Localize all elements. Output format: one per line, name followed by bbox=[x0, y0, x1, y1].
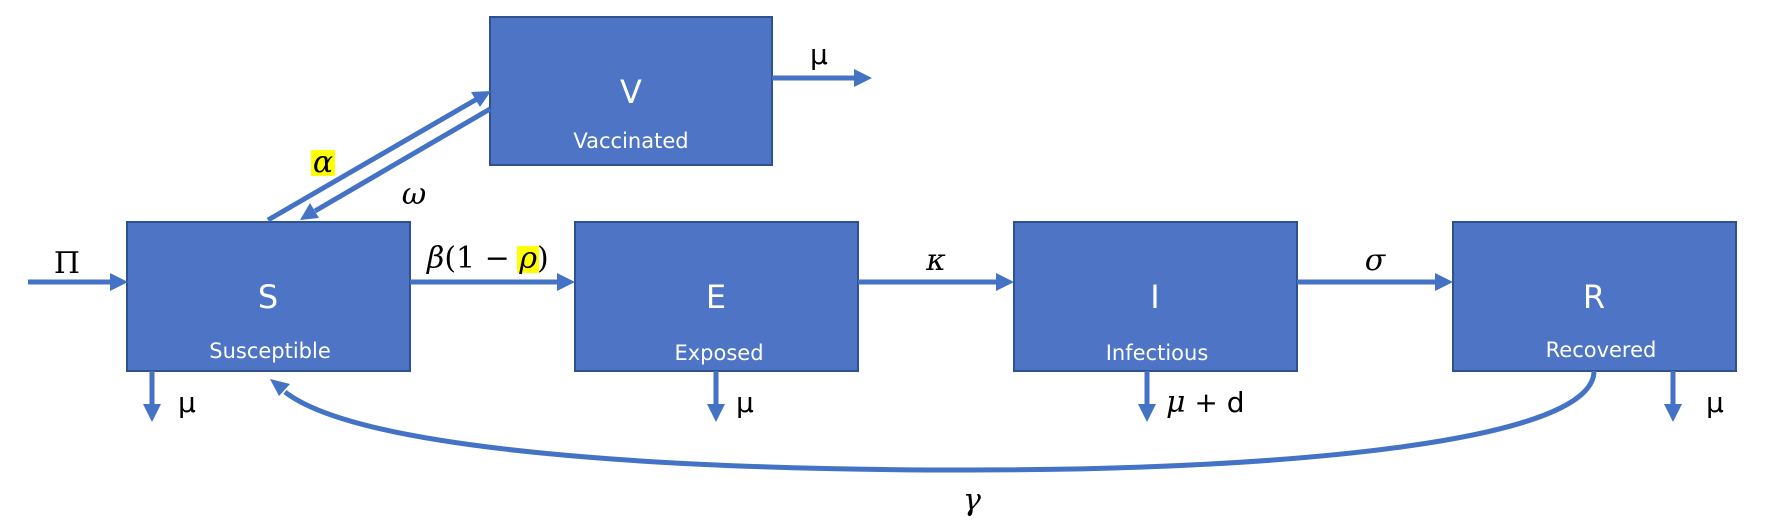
arrow-death-s bbox=[143, 371, 161, 422]
compartment-v[interactable]: V Vaccinated bbox=[489, 16, 773, 166]
arrow-vaccination bbox=[266, 91, 491, 223]
highlight-alpha bbox=[311, 150, 335, 176]
label-death-r: μ bbox=[1706, 386, 1724, 419]
compartment-v-name: Vaccinated bbox=[573, 129, 688, 153]
compartment-e[interactable]: E Exposed bbox=[574, 221, 859, 372]
compartment-v-letter: V bbox=[620, 73, 642, 111]
compartment-i-name: Infectious bbox=[1106, 341, 1209, 365]
label-progression: κ bbox=[925, 243, 946, 278]
arrow-recovery bbox=[1297, 273, 1453, 291]
label-vaccination: α bbox=[313, 145, 333, 180]
label-death-e: μ bbox=[736, 386, 754, 419]
compartment-r-letter: R bbox=[1583, 278, 1605, 316]
arrow-loss-of-immunity bbox=[270, 370, 1597, 473]
arrow-progression bbox=[858, 273, 1014, 291]
compartment-e-letter: E bbox=[706, 278, 726, 316]
label-recovery: σ bbox=[1365, 243, 1387, 278]
arrow-death-i bbox=[1138, 371, 1156, 422]
label-waning: ω bbox=[402, 177, 426, 212]
arrow-waning bbox=[300, 106, 492, 220]
label-infection-rho: ρ bbox=[518, 241, 537, 276]
arrow-death-e bbox=[707, 371, 725, 422]
arrow-infection bbox=[410, 273, 575, 291]
label-loss-of-immunity: γ bbox=[963, 483, 981, 518]
label-infection: β(1 − ρ) bbox=[426, 241, 549, 276]
arrow-recruitment bbox=[28, 273, 128, 291]
compartment-s-letter: S bbox=[258, 278, 278, 316]
label-recruitment: Π bbox=[54, 246, 80, 281]
label-death-s: μ bbox=[178, 386, 196, 419]
compartment-i[interactable]: I Infectious bbox=[1013, 221, 1298, 372]
arrow-death-v bbox=[772, 69, 872, 87]
compartment-s-name: Susceptible bbox=[209, 339, 331, 363]
compartment-s[interactable]: S Susceptible bbox=[126, 221, 411, 372]
label-death-i-mu: μ bbox=[1166, 385, 1186, 420]
label-infection-beta: β bbox=[426, 241, 444, 276]
label-infection-paren-close: ) bbox=[537, 241, 549, 276]
label-infection-paren-open: (1 − bbox=[444, 241, 519, 276]
compartment-r-name: Recovered bbox=[1546, 338, 1657, 362]
arrow-death-r bbox=[1664, 371, 1682, 422]
compartment-i-letter: I bbox=[1150, 278, 1159, 316]
label-death-i-extra: + d bbox=[1186, 386, 1245, 419]
label-death-i: μ + d bbox=[1166, 385, 1245, 420]
compartment-e-name: Exposed bbox=[674, 341, 763, 365]
highlight-rho bbox=[517, 246, 539, 273]
compartment-r[interactable]: R Recovered bbox=[1452, 221, 1737, 372]
label-death-v: μ bbox=[810, 38, 828, 71]
